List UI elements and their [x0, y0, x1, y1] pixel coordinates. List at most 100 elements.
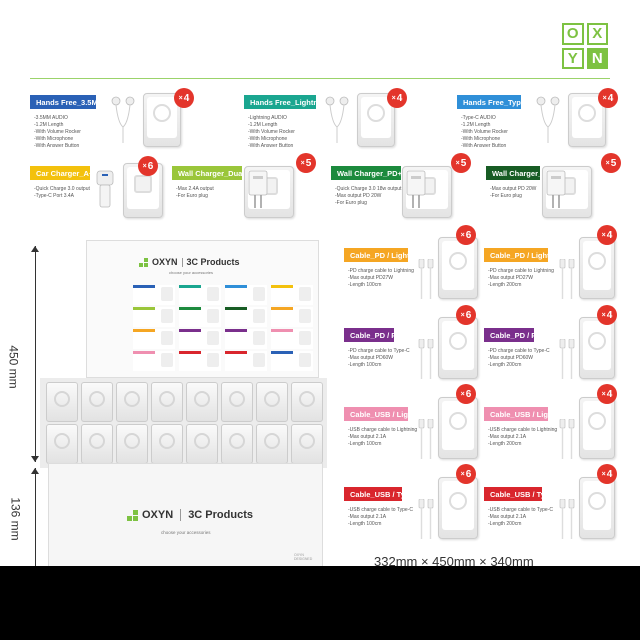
package-window [583, 241, 611, 290]
board-mini-card [271, 307, 313, 327]
product-in-package [449, 251, 467, 270]
oxyn-logo: O X Y N [562, 23, 608, 69]
product-spec-list: -USB charge cable to Type-C-Max output 2… [348, 507, 413, 528]
quantity-value: 5 [305, 157, 312, 169]
quantity-badge: ×6 [456, 305, 476, 325]
board-mini-card [225, 329, 267, 349]
board-mini-product [207, 287, 219, 301]
height-label: 450 mm [6, 345, 21, 389]
quantity-value: 4 [606, 229, 613, 241]
product-spec-line: -With Volume Rocker [461, 129, 508, 135]
product-spec-line: -USB charge cable to Lightning [488, 427, 558, 433]
product-package [438, 237, 478, 299]
multiply-icon: × [460, 311, 465, 319]
product-spec-line: -Max output 2.1A [348, 514, 387, 520]
quantity-value: 4 [396, 92, 403, 104]
loose-product-illustration [533, 95, 563, 145]
board-mini-card [133, 329, 175, 349]
board-brand-name: OXYN [152, 257, 178, 267]
product-spec-line: -Max output PD60W [348, 355, 394, 361]
tray-product-in-package [264, 391, 280, 407]
quantity-badge: ×6 [456, 464, 476, 484]
package-window [572, 97, 602, 138]
product-spec-line: -Max output PD60W [488, 355, 534, 361]
product-spec-list: -USB charge cable to Lightning-Max outpu… [488, 427, 557, 448]
loose-product-illustration [322, 95, 352, 145]
board-mini-product [161, 309, 173, 323]
product-spec-line: -Max 2.4A output [176, 186, 214, 192]
product-in-package [588, 491, 606, 510]
oxyn-logo-mark [139, 257, 148, 267]
tray-product-in-package [229, 391, 245, 407]
product-spec-line: -With Microphone [461, 136, 501, 142]
tray-product-package [221, 382, 253, 422]
multiply-icon: × [602, 94, 607, 102]
product-spec-line: -USB charge cable to Type-C [488, 507, 553, 513]
product-package [579, 237, 615, 299]
quantity-value: 6 [465, 229, 472, 241]
product-spec-line: -Length 100cm [348, 282, 382, 288]
product-title-tag: Hands Free_Lightning [244, 95, 329, 109]
product-spec-line: -Length 100cm [348, 521, 382, 527]
board-mini-product [299, 287, 311, 301]
quantity-badge: ×5 [451, 153, 471, 173]
board-mini-product [161, 331, 173, 345]
board-product-line: 3C Products [186, 257, 240, 267]
multiply-icon: × [178, 94, 183, 102]
box-footer: OXYN DESIGNED [294, 553, 313, 561]
product-spec-line: -USB charge cable to Lightning [348, 427, 418, 433]
logo-letter: O [562, 23, 584, 45]
tray-product-in-package [229, 433, 245, 449]
product-spec-list: -PD charge cable to Lightning-Max output… [348, 268, 414, 289]
loose-product-illustration [418, 418, 434, 459]
bottom-black-band [0, 566, 640, 640]
tray-product-package [151, 382, 183, 422]
loose-charger-illustration [406, 170, 426, 210]
board-mini-product [161, 287, 173, 301]
tray-product-package [116, 382, 148, 422]
board-mini-product [207, 353, 219, 367]
board-mini-card [271, 329, 313, 349]
base-label: 136 mm [8, 497, 23, 541]
tray-product-in-package [124, 391, 140, 407]
product-spec-line: -PD charge cable to Lightning [348, 268, 414, 274]
product-spec-line: -PD charge cable to Type-C [488, 348, 550, 354]
multiply-icon: × [455, 159, 460, 167]
product-spec-line: -3.5MM AUDIO [34, 115, 68, 121]
arrow-down-icon [31, 456, 39, 462]
product-title-tag: Hands Free_Type-C [457, 95, 533, 109]
package-window [583, 401, 611, 450]
quantity-value: 4 [606, 468, 613, 480]
board-brand: OXYN 3C Products [139, 257, 240, 267]
board-mini-color-bar [271, 329, 293, 332]
quantity-value: 4 [606, 388, 613, 400]
board-mini-product [253, 353, 265, 367]
logo-letter: Y [562, 47, 584, 69]
board-mini-color-bar [225, 307, 247, 310]
board-mini-product [299, 353, 311, 367]
multiply-icon: × [391, 94, 396, 102]
product-title-tag: Car Charger_A+C [30, 166, 99, 180]
product-in-package [588, 411, 606, 430]
product-spec-line: -With Volume Rocker [248, 129, 295, 135]
product-title-tag: Cable_USB / Lightning [344, 407, 431, 421]
product-in-package [588, 331, 606, 350]
product-spec-line: -1.2M Length [248, 122, 278, 128]
box-tagline: choose your accessories [161, 530, 211, 535]
quantity-value: 4 [607, 92, 614, 104]
tray-product-in-package [89, 391, 105, 407]
product-spec-list: -Max output PD 20W-For Euro plug [490, 186, 536, 200]
tray-product-in-package [299, 391, 315, 407]
board-mini-card [133, 351, 175, 371]
board-mini-color-bar [133, 285, 155, 288]
product-spec-list: -PD charge cable to Type-C-Max output PD… [488, 348, 550, 369]
quantity-badge: ×4 [387, 88, 407, 108]
package-window [147, 97, 177, 138]
product-package [579, 477, 615, 539]
board-mini-color-bar [133, 329, 155, 332]
tray-product-package [256, 424, 288, 464]
product-spec-line: -Type-C AUDIO [461, 115, 496, 121]
loose-charger-illustration [546, 170, 566, 210]
base-dimension-line [35, 468, 36, 566]
product-title-tag: Cable_USB / Lightning [484, 407, 571, 421]
